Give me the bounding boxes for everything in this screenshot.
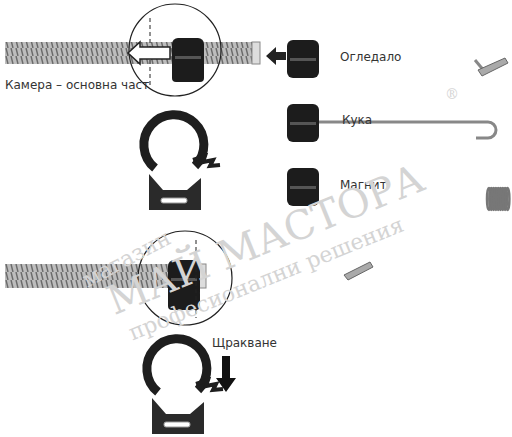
part-label: Камера – основна част — [5, 78, 149, 92]
magnet-coil — [505, 188, 509, 210]
watermark: ® — [445, 86, 459, 103]
part-label: Огледало — [340, 50, 401, 64]
action-label: Щракване — [212, 336, 277, 350]
part-label: Кука — [342, 113, 372, 127]
